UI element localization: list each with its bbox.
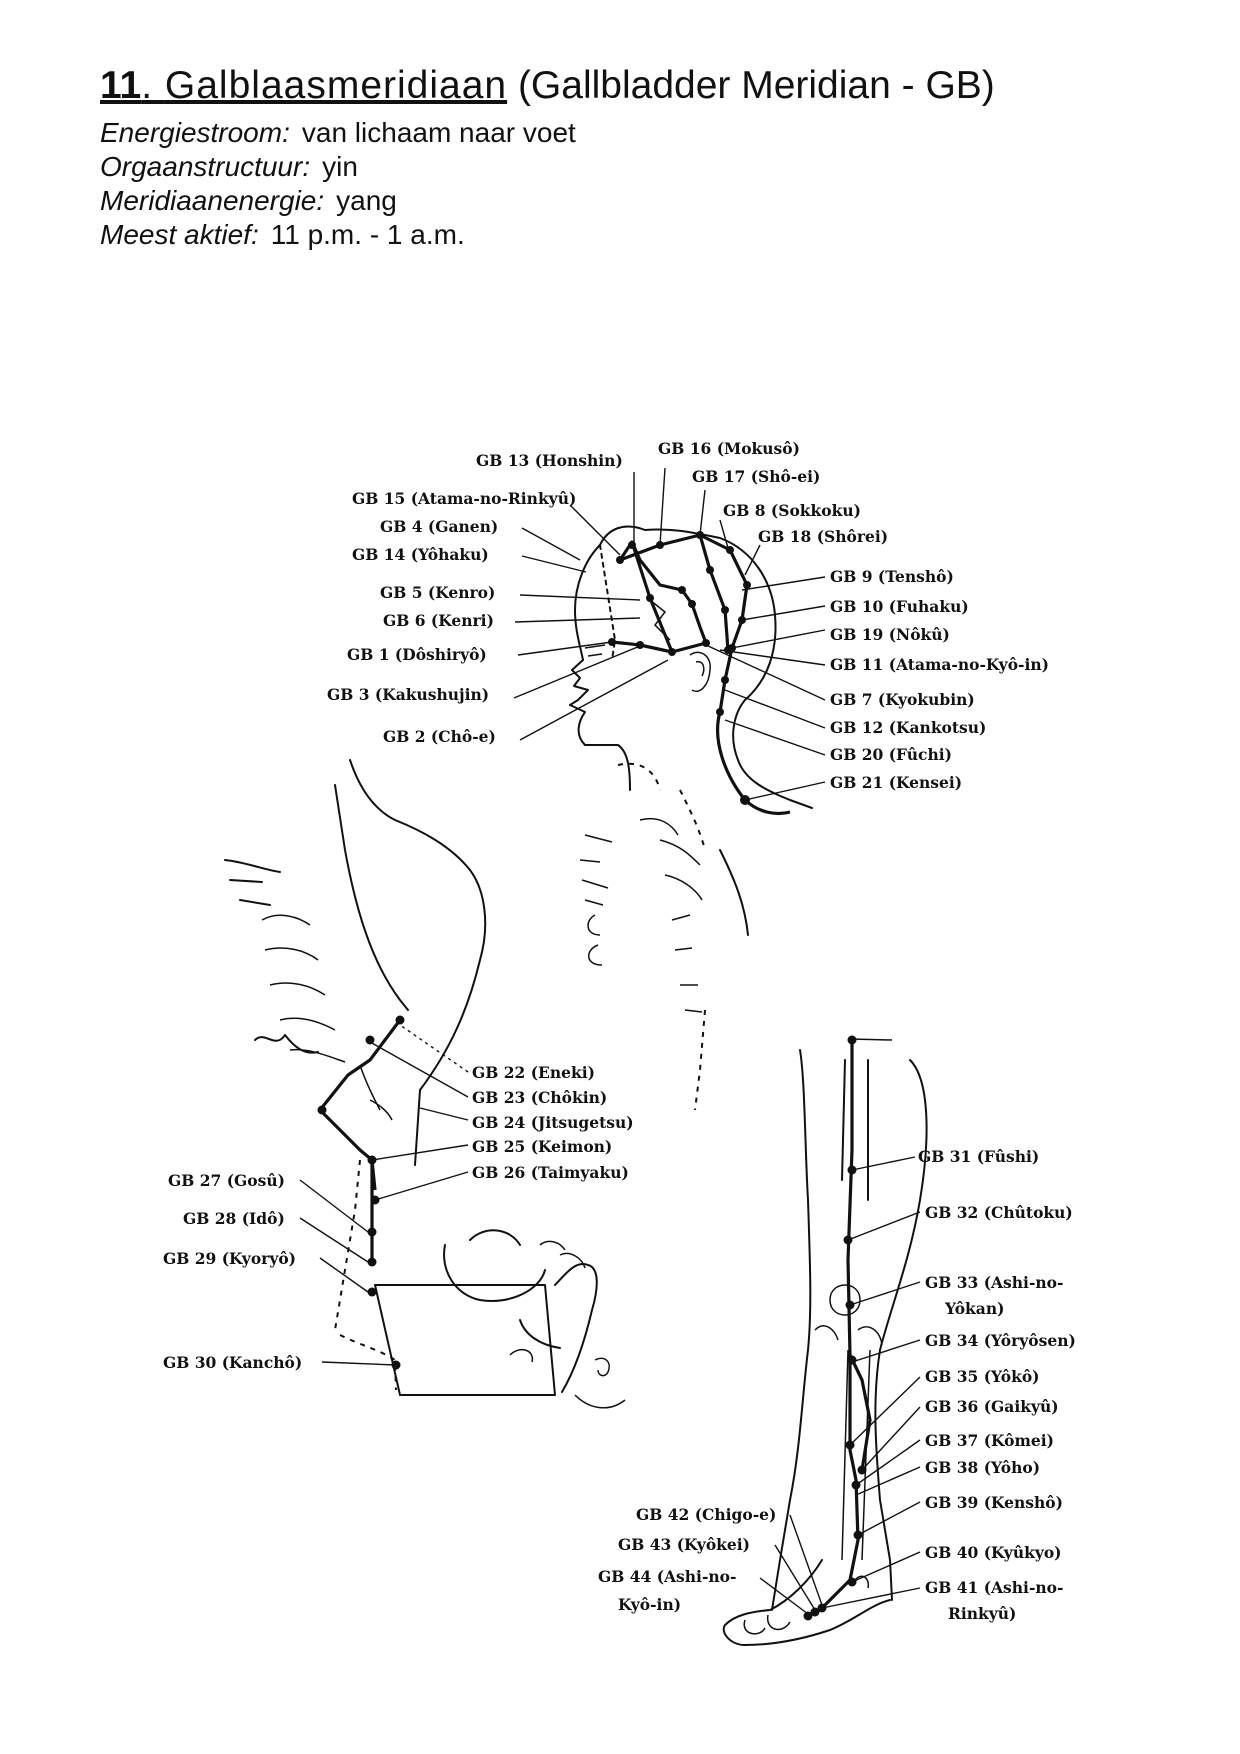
torso-illustration [224,759,626,1409]
label-gb39: GB 39 (Kenshô) [925,1493,1063,1512]
label-gb26: GB 26 (Taimyaku) [472,1163,629,1182]
label-gb24: GB 24 (Jitsugetsu) [472,1113,634,1132]
label-gb1: GB 1 (Dôshiryô) [347,645,487,664]
label-gb9: GB 9 (Tenshô) [830,567,954,586]
label-gb44-line1: GB 44 (Ashi-no- [598,1567,736,1586]
chapter-number: 11 [100,64,142,107]
label-gb33-line2: Yôkan) [944,1299,1004,1318]
label-gb6: GB 6 (Kenri) [383,611,494,630]
label-gb2: GB 2 (Chô-e) [383,727,496,746]
label-gb20: GB 20 (Fûchi) [830,745,952,764]
label-gb17: GB 17 (Shô-ei) [692,467,820,486]
label-gb16: GB 16 (Mokusô) [658,439,800,458]
torso-acupoints [317,1015,405,1370]
label-gb19: GB 19 (Nôkû) [830,625,950,644]
label-gb44-line2: Kyô-in) [618,1595,681,1614]
label-gb22: GB 22 (Eneki) [472,1063,595,1082]
label-leader-lines [299,467,921,1615]
leg-illustration [722,1038,928,1646]
leg-acupoints [803,1035,867,1621]
label-gb13: GB 13 (Honshin) [476,451,623,470]
label-gb11: GB 11 (Atama-no-Kyô-in) [830,655,1049,674]
property-energy-flow: Energiestroomvan lichaam naar voet [100,116,1160,150]
upper-chest-illustration [579,818,706,1111]
label-gb31: GB 31 (Fûshi) [918,1147,1039,1166]
title-dutch: Galblaasmeridiaan [164,64,508,107]
label-gb29: GB 29 (Kyoryô) [163,1249,296,1268]
label-gb41-line2: Rinkyû) [948,1604,1016,1623]
label-gb36: GB 36 (Gaikyû) [925,1397,1059,1416]
label-gb35: GB 35 (Yôkô) [925,1367,1040,1386]
property-meridian-energy: Meridiaanenergieyang [100,184,1160,218]
label-gb40: GB 40 (Kyûkyo) [925,1543,1062,1562]
page-header: 11. Galblaasmeridiaan (Gallbladder Merid… [100,64,1160,252]
label-gb43: GB 43 (Kyôkei) [618,1535,750,1554]
label-gb37: GB 37 (Kômei) [925,1431,1054,1450]
label-gb5: GB 5 (Kenro) [380,583,495,602]
property-organ-structure: Orgaanstructuuryin [100,150,1160,184]
label-gb12: GB 12 (Kankotsu) [830,718,986,737]
label-gb41-line1: GB 41 (Ashi-no- [925,1578,1063,1597]
label-gb3: GB 3 (Kakushujin) [327,685,489,704]
label-gb7: GB 7 (Kyokubin) [830,690,975,709]
label-gb10: GB 10 (Fuhaku) [830,597,969,616]
head-illustration [569,525,813,936]
label-gb33-line1: GB 33 (Ashi-no- [925,1273,1063,1292]
label-gb30: GB 30 (Kanchô) [163,1353,302,1372]
label-gb14: GB 14 (Yôhaku) [352,545,489,564]
label-gb21: GB 21 (Kensei) [830,773,962,792]
label-gb18: GB 18 (Shôrei) [758,527,888,546]
label-gb8: GB 8 (Sokkoku) [723,501,861,520]
label-gb4: GB 4 (Ganen) [380,517,498,536]
label-gb23: GB 23 (Chôkin) [472,1088,607,1107]
head-acupoints [608,531,751,805]
label-gb25: GB 25 (Keimon) [472,1137,612,1156]
torso-meridian-path [318,1019,402,1391]
page-title: 11. Galblaasmeridiaan (Gallbladder Merid… [100,64,995,107]
meridian-properties: Energiestroomvan lichaam naar voet Orgaa… [100,116,1160,252]
label-gb28: GB 28 (Idô) [183,1209,285,1228]
point-labels: GB 13 (Honshin) GB 15 (Atama-no-Rinkyû) … [163,439,1076,1623]
title-english: (Gallbladder Meridian - GB) [517,64,995,107]
label-gb34: GB 34 (Yôryôsen) [925,1331,1076,1350]
leg-meridian-path [807,1040,872,1617]
label-gb15: GB 15 (Atama-no-Rinkyû) [352,489,576,508]
label-gb32: GB 32 (Chûtoku) [925,1203,1073,1222]
property-most-active: Meest aktief11 p.m. - 1 a.m. [100,218,1160,252]
label-gb38: GB 38 (Yôho) [925,1458,1040,1477]
label-gb27: GB 27 (Gosû) [168,1171,285,1190]
label-gb42: GB 42 (Chigo-e) [636,1505,776,1524]
